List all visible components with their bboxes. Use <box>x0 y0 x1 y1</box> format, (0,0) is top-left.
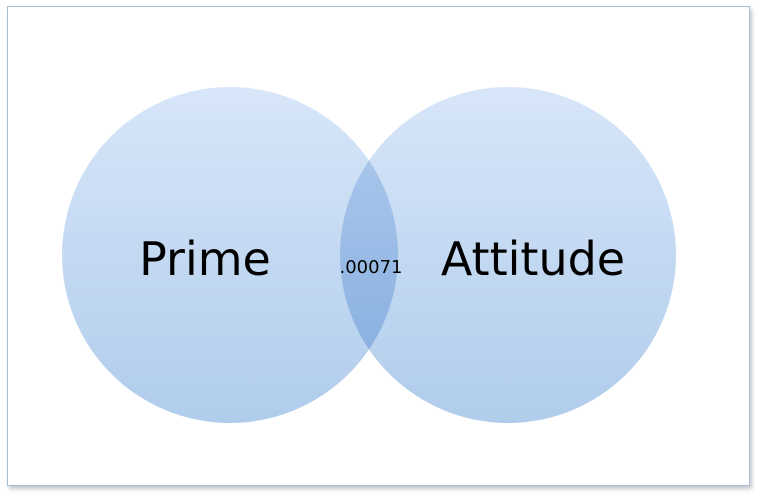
right-set-label: Attitude <box>441 232 625 286</box>
right-set-circle <box>340 87 676 423</box>
left-set-label: Prime <box>139 232 271 286</box>
intersection-label: .00071 <box>340 257 403 278</box>
left-set-circle <box>62 87 398 423</box>
